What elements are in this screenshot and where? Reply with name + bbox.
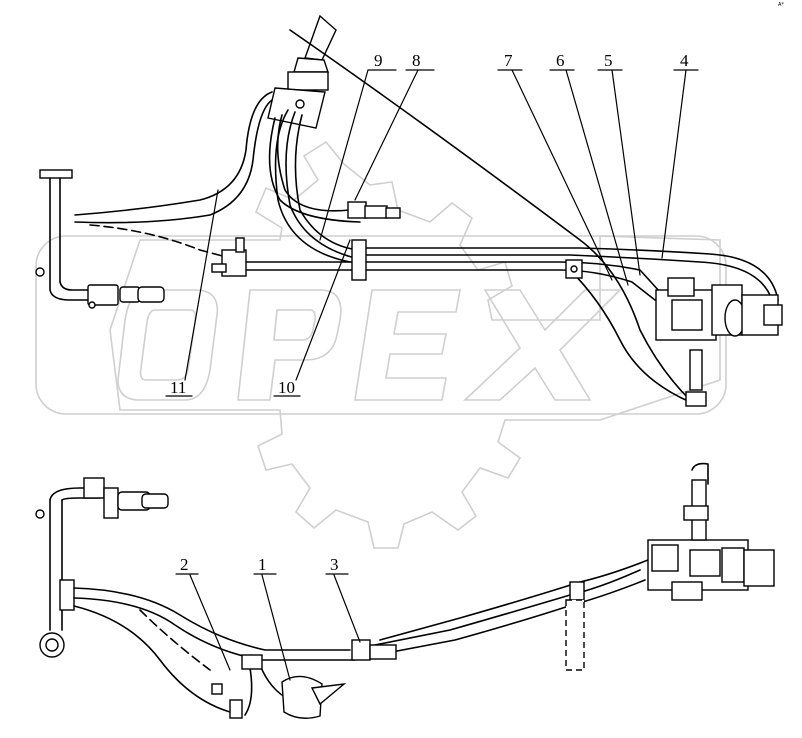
callout-5: 5: [597, 51, 623, 71]
callout-11: 11: [165, 378, 193, 397]
joystick-top: [267, 14, 337, 129]
control-valve-top: [655, 277, 783, 407]
svg-text:11: 11: [170, 378, 186, 397]
callout-8: 8: [405, 51, 435, 71]
callout-6: 6: [549, 51, 575, 71]
svg-text:5: 5: [604, 51, 613, 70]
callout-10: 10: [273, 378, 301, 397]
callout-labels: 9 8 7 6 5 4 10 11: [165, 51, 699, 575]
left-pipe-assembly-top: [35, 169, 165, 309]
svg-text:6: 6: [556, 51, 565, 70]
callout-7: 7: [497, 51, 523, 71]
svg-text:4: 4: [680, 51, 689, 70]
callout-4: 4: [673, 51, 699, 71]
svg-text:3: 3: [330, 555, 339, 574]
watermark-letters: [117, 289, 622, 401]
callout-3: 3: [325, 555, 349, 575]
svg-text:2: 2: [180, 555, 189, 574]
top-assembly: [35, 14, 783, 407]
bottom-fittings: [241, 581, 585, 671]
svg-text:9: 9: [374, 51, 383, 70]
top-hoses: [74, 29, 779, 403]
joystick-bottom: [211, 675, 347, 719]
bottom-assembly: [35, 462, 775, 719]
svg-text:7: 7: [504, 51, 513, 70]
opex-watermark: [35, 140, 727, 549]
callout-9: 9: [367, 51, 397, 71]
corner-mark: A*: [778, 2, 784, 8]
left-pipe-assembly-bottom: [35, 477, 169, 658]
control-valve-bottom: [647, 462, 775, 601]
svg-text:1: 1: [258, 555, 267, 574]
bottom-hoses: [73, 559, 649, 716]
svg-text:10: 10: [278, 378, 295, 397]
callout-1: 1: [253, 555, 277, 575]
center-fittings: [211, 201, 583, 281]
svg-text:8: 8: [412, 51, 421, 70]
callout-2: 2: [175, 555, 199, 575]
leader-lines: [184, 69, 687, 681]
